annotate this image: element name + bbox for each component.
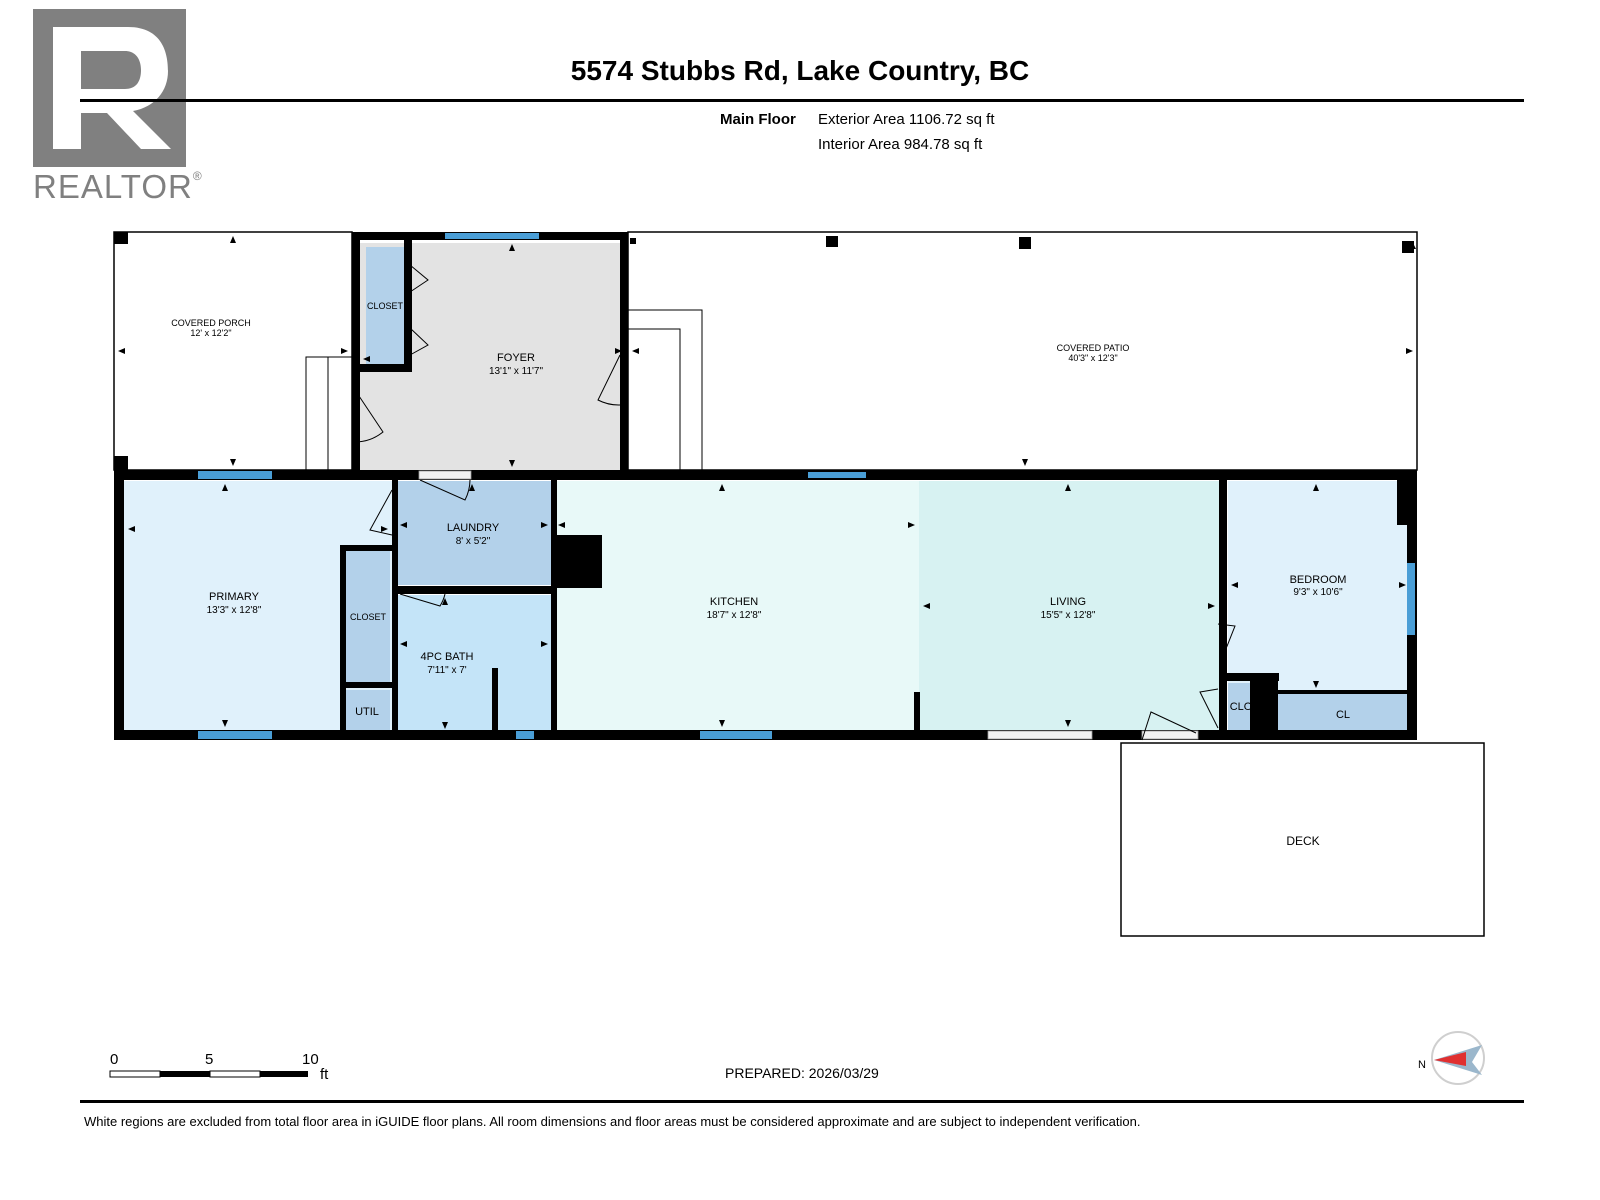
patio-steps: [628, 309, 703, 470]
scale-bar: 0 5 10 ft: [109, 1051, 329, 1083]
foyer-closet-area: [366, 247, 410, 367]
footer-disclaimer: White regions are excluded from total fl…: [84, 1114, 1141, 1129]
primary-closet-label: CLOSET: [350, 612, 387, 622]
foyer-dims: 13'1" x 11'7": [489, 366, 544, 377]
page-title: 5574 Stubbs Rd, Lake Country, BC: [570, 55, 1030, 86]
laundry-area: [396, 481, 554, 585]
header-divider: [80, 99, 1524, 102]
realtor-wordmark: REALTOR®: [33, 168, 203, 205]
laundry-dims: 8' x 5'2": [456, 536, 491, 547]
util-label: UTIL: [355, 706, 379, 718]
bath-dims: 7'11" x 7': [427, 665, 467, 676]
footer-divider: [80, 1100, 1524, 1103]
covered-porch-label: COVERED PORCH: [171, 318, 251, 328]
cl-label: CL: [1336, 709, 1350, 721]
interior-area: Interior Area 984.78 sq ft: [818, 136, 983, 153]
floor-label: Main Floor: [720, 111, 796, 128]
bedroom-label: BEDROOM: [1290, 574, 1347, 586]
primary-dims: 13'3" x 12'8": [207, 605, 262, 616]
deck-area: [1120, 742, 1485, 937]
primary-closet-area: [344, 550, 390, 682]
bath-label: 4PC BATH: [421, 651, 474, 663]
laundry-label: LAUNDRY: [447, 522, 500, 534]
covered-patio-label: COVERED PATIO: [1057, 343, 1130, 353]
realtor-logo: [33, 9, 186, 167]
prepared-date: PREPARED: 2026/03/29: [725, 1065, 879, 1081]
living-dims: 15'5" x 12'8": [1041, 610, 1096, 621]
deck-label: DECK: [1286, 834, 1319, 848]
bedroom-dims: 9'3" x 10'6": [1293, 587, 1343, 598]
living-area: [919, 481, 1219, 732]
foyer-label: FOYER: [497, 352, 535, 364]
covered-porch-area: [113, 231, 353, 471]
bath-area: [396, 595, 553, 732]
util-area: [344, 690, 390, 732]
foyer-closet-label: CLOSET: [367, 301, 404, 311]
living-label: LIVING: [1050, 596, 1086, 608]
scale-unit: ft: [320, 1066, 329, 1083]
primary-label: PRIMARY: [209, 591, 260, 603]
windows: [198, 233, 1415, 739]
dimension-arrows: [118, 236, 1416, 729]
posts: [114, 232, 1414, 470]
porch-steps: [305, 356, 352, 470]
kitchen-dims: 18'7" x 12'8": [707, 610, 762, 621]
covered-patio-area: [627, 231, 1418, 471]
scale-label-10: 10: [302, 1051, 319, 1068]
clo-label: CLO: [1230, 701, 1253, 713]
exterior-area: Exterior Area 1106.72 sq ft: [818, 111, 995, 128]
compass-north-label: N: [1418, 1059, 1426, 1071]
door-swings: [352, 264, 1236, 741]
door-openings: [418, 470, 1199, 740]
bedroom-area: [1228, 481, 1410, 693]
covered-porch-dims: 12' x 12'2": [190, 328, 231, 338]
scale-label-0: 0: [110, 1051, 118, 1068]
covered-patio-dims: 40'3" x 12'3": [1068, 353, 1117, 363]
kitchen-area: [554, 481, 919, 732]
scale-label-5: 5: [205, 1051, 213, 1068]
kitchen-label: KITCHEN: [710, 596, 758, 608]
compass-icon: N: [1418, 1031, 1485, 1085]
cl-area: [1278, 694, 1408, 733]
realtor-r-icon: [33, 9, 186, 167]
